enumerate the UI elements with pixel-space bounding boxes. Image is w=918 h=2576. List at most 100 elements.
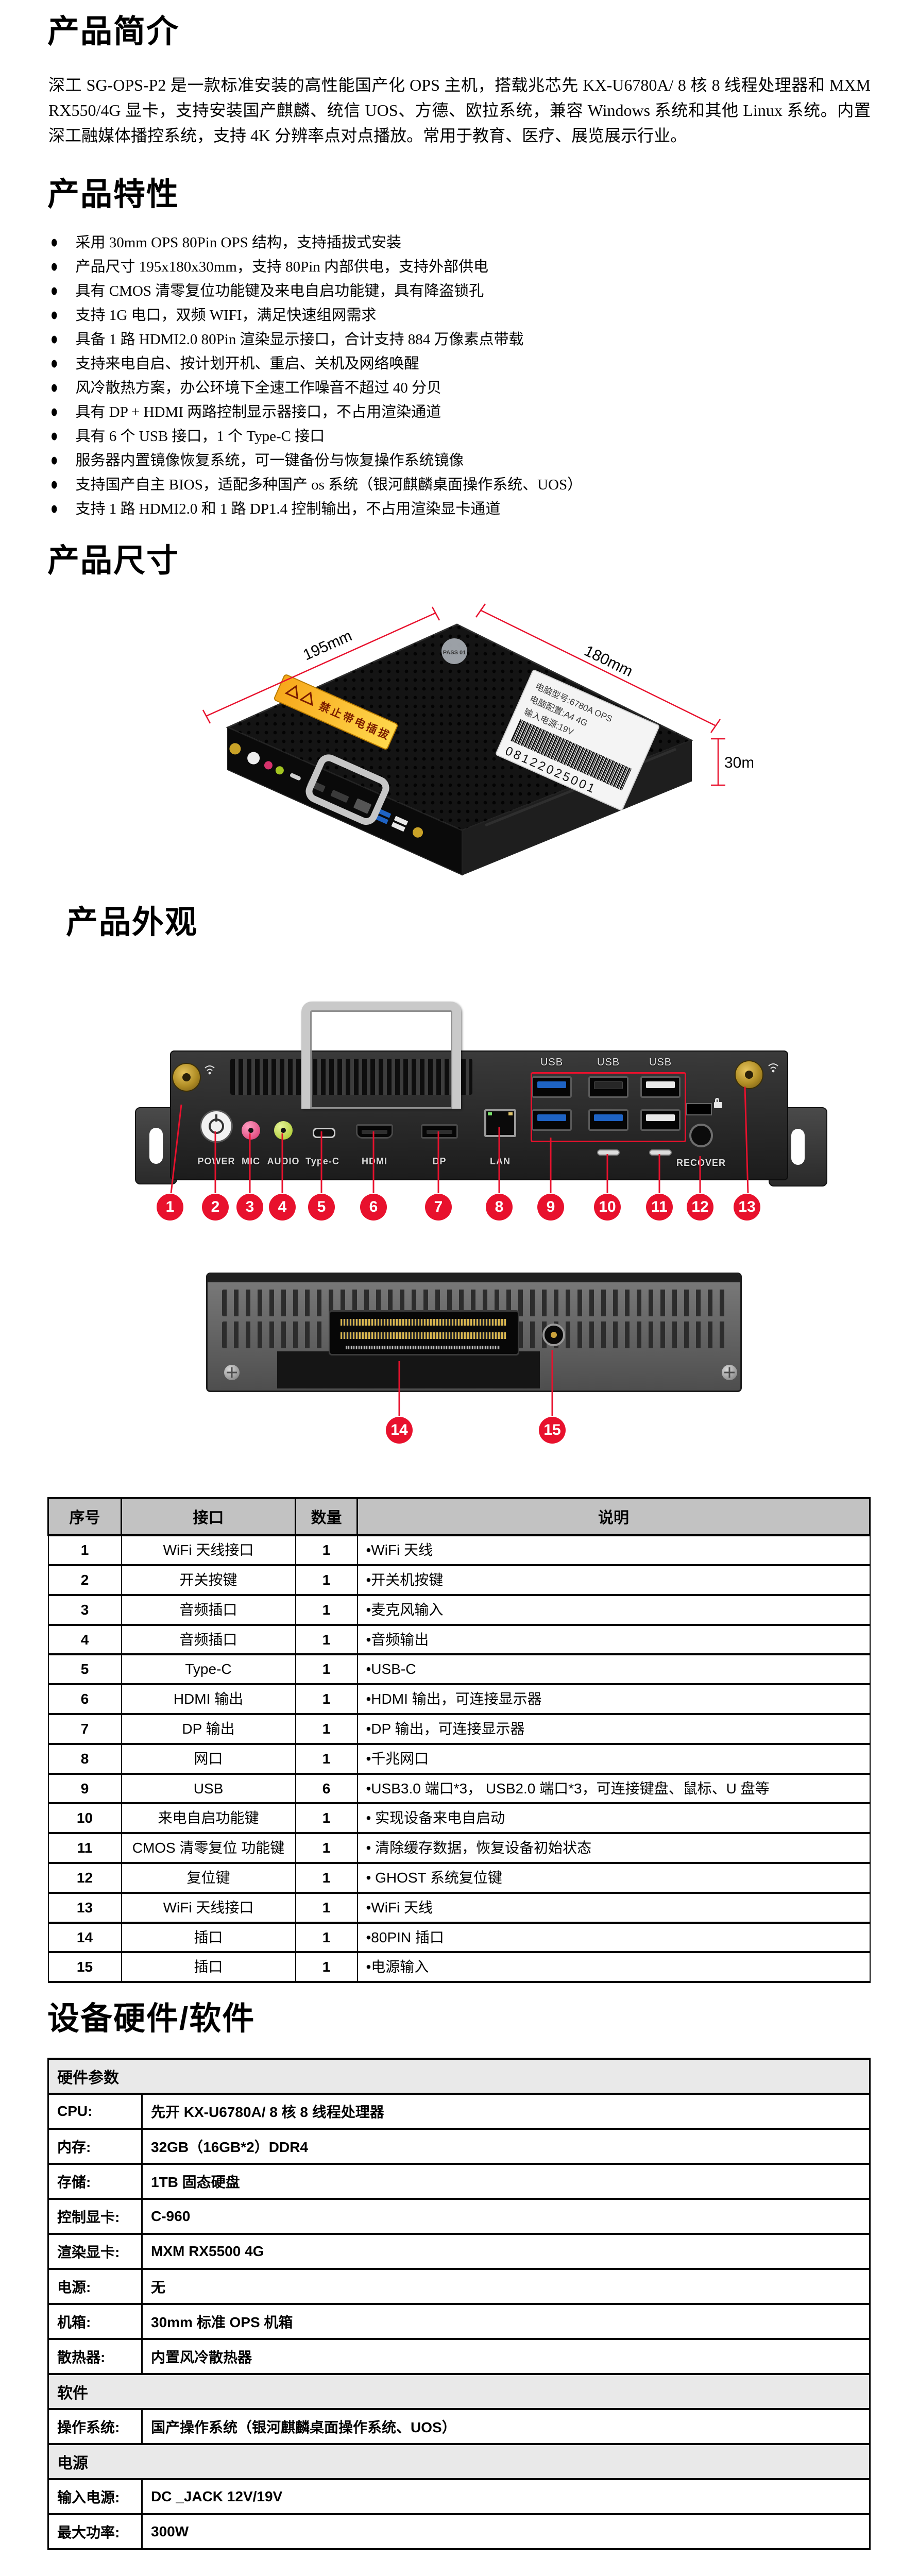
usb3-port [532,1109,572,1131]
cell-value: 先开 KX-U6780A/ 8 核 8 线程处理器 [141,2093,871,2130]
table-row: 9 USB 6 •USB3.0 端口*3， USB2.0 端口*3，可连接键盘、… [47,1772,871,1805]
band-hardware: 硬件参数 [47,2058,871,2095]
feature-item: ● 支持来电自启、按计划开机、重启、关机及网络唤醒 [50,354,918,374]
cell-label: 控制显卡: [47,2198,143,2235]
usb-label: USB [649,1057,672,1069]
cell-label: 操作系统: [47,2408,143,2446]
cell-port: Type-C [121,1653,296,1686]
screw-icon [722,1365,737,1381]
cell-desc: •80PIN 插口 [356,1921,871,1954]
carry-handle [301,1002,461,1109]
feature-item: ● 服务器内置镜像恢复系统，可一键备份与恢复操作系统镜像 [50,451,918,470]
callout-2: 2 [202,1194,229,1221]
feature-item: ● 支持国产自主 BIOS，适配多种国产 os 系统（银河麒麟桌面操作系统、UO… [50,475,918,495]
cell-desc: •音频输出 [356,1623,871,1656]
feature-text: 支持来电自启、按计划开机、重启、关机及网络唤醒 [75,355,419,372]
table-row: 存储: 1TB 固态硬盘 [47,2163,871,2200]
cell-label: 散热器: [47,2338,143,2376]
rear-panel [206,1273,742,1393]
cell-value: 国产操作系统（银河麒麟桌面操作系统、UOS） [141,2408,871,2446]
usb2-port [588,1076,628,1098]
callout-12: 12 [687,1194,713,1221]
cell-no: 6 [47,1683,122,1715]
bullet-icon: ● [50,257,58,277]
cell-label: 最大功率: [47,2513,143,2551]
table-row: 电源: 无 [47,2268,871,2306]
audio-jack-icon [275,766,284,775]
cell-no: 9 [47,1772,122,1805]
bullet-icon: ● [50,474,58,495]
mic-jack [242,1121,260,1140]
bullet-icon: ● [50,353,58,374]
dimension-lines [202,603,725,786]
table-row: 4 音频插口 1 •音频输出 [47,1623,871,1656]
callout-6: 6 [360,1194,387,1221]
table-row: CPU: 先开 KX-U6780A/ 8 核 8 线程处理器 [47,2093,871,2130]
vent-slots [230,1059,472,1095]
cell-desc: •HDMI 输出，可连接显示器 [356,1683,871,1715]
cell-port: 音频插口 [121,1594,296,1626]
feature-item: ● 具备 1 路 HDMI2.0 80Pin 渲染显示接口，合计支持 884 万… [50,330,918,349]
feature-text: 具有 6 个 USB 接口，1 个 Type-C 接口 [75,428,325,445]
mic-jack-icon [264,761,273,770]
ops-80pin-connector [329,1310,519,1356]
usb-label: USB [540,1057,564,1069]
lan-port-icon [353,798,371,814]
cell-port: 来电自启功能键 [121,1802,296,1835]
hdmi-port [356,1124,393,1139]
cell-value: MXM RX5500 4G [141,2233,871,2270]
length-dimension-label: 195mm [300,627,354,664]
cell-value: C-960 [141,2198,871,2235]
cell-desc: • 清除缓存数据，恢复设备初始状态 [356,1832,871,1864]
cell-qty: 1 [295,1832,358,1864]
cell-no: 12 [47,1861,122,1894]
feature-text: 具有 DP + HDMI 两路控制显示器接口，不占用渲染通道 [75,403,441,420]
usb-port-icon [391,822,405,832]
callout-11: 11 [646,1194,673,1221]
usb3-port [532,1076,572,1098]
col-header-qty: 数量 [295,1497,358,1537]
cell-value: 内置风冷散热器 [141,2338,871,2376]
section-band-row: 电源 [47,2443,871,2481]
cell-qty: 1 [295,1891,358,1924]
table-header-row: 序号 接口 数量 说明 [47,1497,871,1537]
bullet-icon: ● [50,402,58,422]
audio-jack [274,1121,293,1140]
hardware-table: 硬件参数 CPU: 先开 KX-U6780A/ 8 核 8 线程处理器 内存: … [47,2058,871,2551]
label-sticker: 电脑型号:6780A OPS 电脑配置:A4 4G 输入电源:19V 08122… [496,670,659,810]
col-header-port: 接口 [121,1497,296,1537]
cell-value: 30mm 标准 OPS 机箱 [141,2303,871,2341]
table-row: 14 插口 1 •80PIN 插口 [47,1921,871,1954]
cell-port: WiFi 天线接口 [121,1534,296,1566]
table-row: 6 HDMI 输出 1 •HDMI 输出，可连接显示器 [47,1683,871,1715]
table-row: 11 CMOS 清零复位 功能键 1 • 清除缓存数据，恢复设备初始状态 [47,1832,871,1864]
cell-qty: 1 [295,1623,358,1656]
table-row: 8 网口 1 •千兆网口 [47,1742,871,1775]
cell-label: 存储: [47,2163,143,2200]
table-row: 15 插口 1 •电源输入 [47,1951,871,1984]
table-row: 7 DP 输出 1 •DP 输出，可连接显示器 [47,1713,871,1745]
feature-item: ● 具有 6 个 USB 接口，1 个 Type-C 接口 [50,427,918,446]
screw-icon [224,1365,240,1381]
feature-item: ● 具有 DP + HDMI 两路控制显示器接口，不占用渲染通道 [50,402,918,422]
cell-qty: 1 [295,1534,358,1566]
cell-desc: •USB-C [356,1653,871,1686]
bullet-icon: ● [50,378,58,398]
table-row: 2 开关按键 1 •开关机按键 [47,1564,871,1596]
wifi-icon [768,1063,778,1073]
cell-qty: 1 [295,1951,358,1984]
cell-desc: •DP 输出，可连接显示器 [356,1713,871,1745]
bullet-icon: ● [50,232,58,252]
cell-desc: • GHOST 系统复位键 [356,1861,871,1894]
cell-qty: 1 [295,1653,358,1686]
table-row: 渲染显卡: MXM RX5500 4G [47,2233,871,2270]
usb3-port [588,1109,628,1131]
feature-text: 具备 1 路 HDMI2.0 80Pin 渲染显示接口，合计支持 884 万像素… [75,331,524,348]
cell-qty: 1 [295,1713,358,1745]
front-ports [229,743,423,838]
callout-10: 10 [594,1194,621,1221]
table-row: 10 来电自启功能键 1 • 实现设备来电自启动 [47,1802,871,1835]
table-row: 操作系统: 国产操作系统（银河麒麟桌面操作系统、UOS） [47,2408,871,2446]
cell-value: DC _JACK 12V/19V [141,2478,871,2516]
table-row: 12 复位键 1 • GHOST 系统复位键 [47,1861,871,1894]
